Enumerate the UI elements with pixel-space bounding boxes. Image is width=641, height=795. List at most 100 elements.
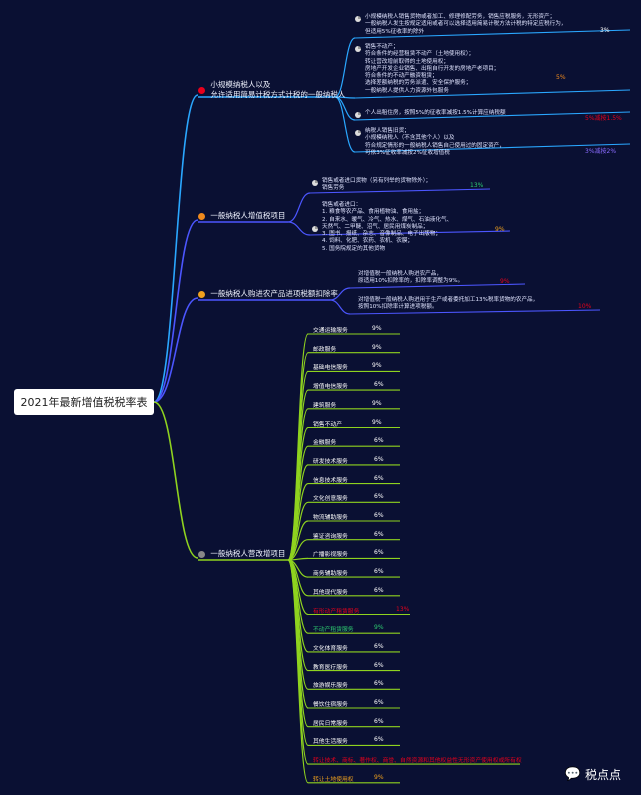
service-leaf: 转让土地使用权 [313, 776, 354, 783]
pie-icon [312, 226, 318, 232]
branch-1-note: 销售不动产； 符合条件的经营租赁不动产（土地使用权）； 转让营改增前取得的土地使… [355, 44, 500, 95]
service-leaf: 商务辅助服务 [313, 571, 348, 578]
branch-3-note: 对增值税一般纳税人购进用于生产或者委托加工13%税率货物的农产品， 按照10%扣… [358, 297, 538, 312]
connector-line [354, 89, 631, 99]
connector-line [153, 94, 199, 403]
rate-label: 9% [500, 278, 510, 285]
rate-label: 10% [578, 303, 592, 310]
service-leaf: 教育医疗服务 [313, 664, 348, 671]
connector-line [349, 283, 526, 289]
connector-line [287, 520, 309, 561]
service-leaf: 居民日常服务 [313, 720, 348, 727]
rate-label: 5% [556, 74, 566, 81]
connector-line [354, 143, 631, 153]
service-leaf: 文化创意服务 [313, 496, 348, 503]
pie-icon [355, 112, 361, 118]
branch-4: 一般纳税人营改增项目 [198, 549, 285, 559]
service-leaf: 研发技术服务 [313, 458, 348, 465]
service-leaf: 旅游娱乐服务 [313, 683, 348, 690]
connector-line [349, 309, 601, 315]
pie-icon [355, 16, 361, 22]
service-leaf: 金融服务 [313, 440, 337, 447]
service-rate: 6% [374, 381, 384, 389]
note-text: 对增值税一般纳税人购进用于生产或者委托加工13%税率货物的农产品， 按照10%扣… [358, 297, 539, 311]
service-leaf: 物流辅助服务 [313, 515, 348, 521]
pie-icon [355, 130, 361, 136]
connector-line [334, 96, 356, 153]
rate-label: 13% [470, 182, 484, 189]
service-rate: 9% [372, 399, 382, 407]
service-leaf: 基础电信服务 [313, 365, 348, 372]
service-rate: 9% [372, 343, 382, 351]
service-rate: 6% [374, 437, 384, 445]
branch-3-note: 对增值税一般纳税人购进农产品， 原适用10%扣除率的，扣除率调整为9%。 [358, 271, 463, 286]
connector-line [354, 111, 631, 121]
connector-line [309, 230, 511, 236]
service-rate: 6% [374, 586, 384, 594]
connector-line [153, 401, 199, 559]
service-rate: 9% [372, 325, 382, 332]
wechat-icon: 💬 [564, 767, 581, 782]
connector-line [354, 29, 631, 39]
service-leaf: 邮政服务 [313, 346, 337, 353]
service-rate: 9% [374, 773, 384, 781]
branch-2-note: 销售或者进口货物（另有列举的货物除外）； 销售劳务 [312, 178, 431, 193]
branch-2: 一般纳税人增值税项目 [198, 211, 285, 221]
service-rate: 6% [374, 549, 384, 557]
branch-1-note: 个人出租住房，按照5%的征收率减按1.5%计算应纳税额 [355, 110, 506, 118]
service-rate: 6% [374, 699, 384, 706]
service-leaf: 交通运输服务 [313, 328, 348, 334]
branch-4-label: 一般纳税人营改增项目 [210, 549, 286, 558]
note-text: 纳税人销售旧货； 小规模纳税人（不含其他个人）以及 符合规定情形的一般纳税人销售… [365, 128, 505, 156]
branch-1-note: 小规模纳税人销售货物或者加工、修理修配劳务，销售应税服务，无形资产； 一般纳税人… [355, 14, 567, 36]
note-text: 销售不动产； 符合条件的经营租赁不动产（土地使用权）； 转让营改增前取得的土地使… [365, 44, 500, 94]
service-leaf: 建筑服务 [313, 402, 337, 409]
service-rate: 6% [374, 680, 384, 688]
service-rate: 6% [374, 512, 384, 519]
service-leaf: 其他生活服务 [313, 739, 348, 746]
service-leaf: 转让技术、商标、著作权、商誉、自然资源和其他权益性无形资产使用权或所有权 [313, 758, 522, 765]
rate-label: 5%减按1.5% [585, 115, 622, 122]
service-rate: 6% [374, 717, 384, 725]
note-text: 个人出租住房，按照5%的征收率减按1.5%计算应纳税额 [365, 110, 506, 116]
branch-1-marker [198, 86, 205, 94]
service-rate: 6% [374, 455, 384, 463]
service-rate: 6% [374, 530, 384, 538]
branch-3-marker [198, 290, 205, 298]
service-leaf: 增值电信服务 [313, 384, 348, 391]
connector-line [334, 37, 356, 98]
rate-label: 3% [600, 27, 610, 34]
note-text: 小规模纳税人销售货物或者加工、修理修配劳务，销售应税服务，无形资产； 一般纳税人… [365, 14, 567, 35]
branch-1-label: 小规模纳税人以及 允许适用简易计税方式计税的一般纳税人 [210, 80, 346, 99]
branch-2-note: 销售或者进口： 1. 粮食等农产品、食用植物油、食用盐； 2. 自来水、暖气、冷… [312, 202, 453, 253]
branch-4-marker [198, 550, 205, 558]
connector-line [153, 219, 199, 403]
branch-3: 一般纳税人购进农产品进项税额扣除率 [198, 289, 338, 299]
service-rate: 6% [374, 474, 384, 482]
branch-2-marker [198, 212, 205, 220]
connector-line [309, 188, 491, 194]
service-rate: 6% [374, 568, 384, 576]
service-rate: 6% [374, 736, 384, 744]
note-text: 销售或者进口： 1. 粮食等农产品、食用植物油、食用盐； 2. 自来水、暖气、冷… [322, 202, 453, 252]
connector-line [153, 297, 199, 403]
service-rate: 6% [374, 642, 384, 650]
connector-line [334, 96, 356, 121]
service-rate: 9% [374, 624, 384, 632]
service-rate: 13% [396, 605, 410, 613]
note-text: 对增值税一般纳税人购进农产品， 原适用10%扣除率的，扣除率调整为9%。 [358, 271, 464, 285]
pie-icon [355, 46, 361, 52]
branch-1: 小规模纳税人以及 允许适用简易计税方式计税的一般纳税人 [198, 80, 345, 100]
connector-line [287, 559, 309, 784]
branch-1-note: 纳税人销售旧货； 小规模纳税人（不含其他个人）以及 符合规定情形的一般纳税人销售… [355, 128, 505, 157]
service-rate: 9% [372, 362, 382, 370]
watermark-text: 税点点 [584, 768, 621, 782]
service-rate: 9% [372, 418, 382, 426]
service-leaf: 有形动产租赁服务 [313, 608, 360, 615]
service-leaf: 餐饮住宿服务 [313, 702, 348, 708]
connector-line [329, 299, 351, 315]
service-rate: 6% [374, 661, 384, 669]
service-leaf: 不动产租赁服务 [313, 627, 354, 634]
service-leaf: 文化体育服务 [313, 645, 348, 652]
